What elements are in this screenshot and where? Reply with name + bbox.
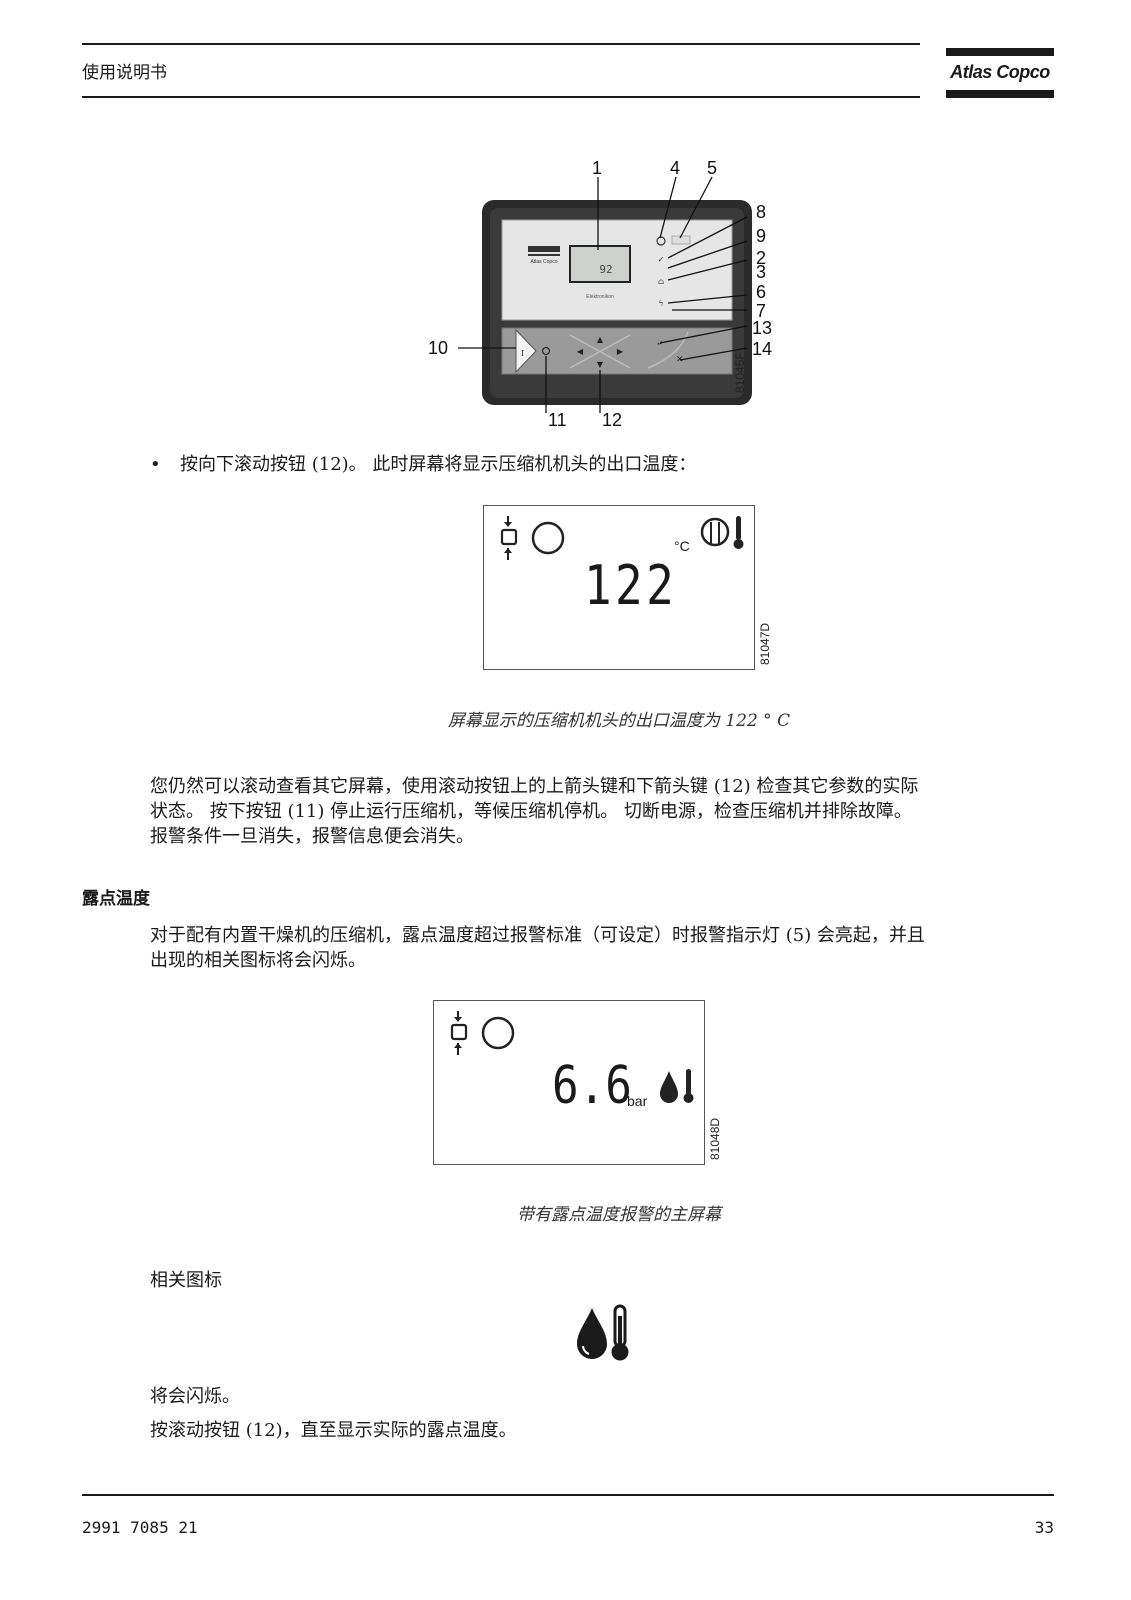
dewpoint-caption: 带有露点温度报警的主屏幕 xyxy=(517,1205,721,1225)
header-title: 使用说明书 xyxy=(82,63,167,83)
header-top-rule xyxy=(82,43,920,45)
temperature-caption: 屏幕显示的压缩机机头的出口温度为 122 ° C xyxy=(447,711,791,731)
bullet-dot: • xyxy=(150,454,161,475)
temperature-unit: °C xyxy=(674,538,690,554)
section-heading: 露点温度 xyxy=(82,889,150,909)
svg-text:⌂: ⌂ xyxy=(658,277,664,286)
element-temperature-icon xyxy=(700,516,744,549)
header-bottom-rule xyxy=(82,96,920,98)
temperature-value: 122 xyxy=(584,554,678,617)
svg-text:▶: ▶ xyxy=(617,347,624,356)
callout-11: 11 xyxy=(548,410,567,430)
paragraph-line: 您仍然可以滚动查看其它屏幕，使用滚动按钮上的上箭头键和下箭头键 (12) 检查其… xyxy=(150,776,919,797)
svg-text:◀: ◀ xyxy=(577,347,584,356)
panel-figure-id: 81045F xyxy=(733,352,747,393)
callout-5: 5 xyxy=(707,158,717,178)
svg-text:✓: ✓ xyxy=(658,255,665,264)
callout-7: 7 xyxy=(756,301,766,321)
control-panel-figure: Atlas Copco 92 Elektronikon ✓ ⌂ ϟ I ▲ ▼ … xyxy=(428,158,772,430)
icon-after-text: 将会闪烁。 xyxy=(150,1386,240,1407)
bullet-item: • 按向下滚动按钮 (12)。 此时屏幕将显示压缩机机头的出口温度： xyxy=(150,452,696,477)
panel-brand: Atlas Copco xyxy=(531,259,558,265)
callout-3: 3 xyxy=(756,262,766,282)
svg-text:▼: ▼ xyxy=(597,360,604,369)
callout-10: 10 xyxy=(428,338,448,358)
icon-instruction: 按滚动按钮 (12)，直至显示实际的露点温度。 xyxy=(150,1420,517,1441)
callout-2: 2 xyxy=(756,248,766,268)
logo-text: Atlas Copco xyxy=(950,62,1050,82)
icon-label: 相关图标 xyxy=(150,1270,222,1291)
section-paragraph: 对于配有内置干燥机的压缩机，露点温度超过报警标准（可设定）时报警指示灯 (5) … xyxy=(150,923,1060,973)
svg-text:↵: ↵ xyxy=(656,339,663,348)
footer-doc-number: 2991 7085 21 xyxy=(82,1518,198,1537)
bullet-text: 按向下滚动按钮 (12)。 此时屏幕将显示压缩机机头的出口温度： xyxy=(180,454,697,475)
svg-text:✕: ✕ xyxy=(676,355,684,365)
panel-model: Elektronikon xyxy=(586,294,614,300)
paragraph-line: 出现的相关图标将会闪烁。 xyxy=(150,950,366,971)
dewpoint-figure-id: 81048D xyxy=(708,1117,722,1160)
dewpoint-value: 6.6 xyxy=(552,1056,632,1116)
dewpoint-unit: bar xyxy=(627,1093,648,1109)
callout-14: 14 xyxy=(752,339,772,359)
panel-lcd-value: 92 xyxy=(599,263,612,276)
callout-13: 13 xyxy=(752,318,772,338)
paragraph-continue: 您仍然可以滚动查看其它屏幕，使用滚动按钮上的上箭头键和下箭头键 (12) 检查其… xyxy=(150,774,1060,849)
dewpoint-alarm-icon xyxy=(660,1069,694,1103)
motor-circle-icon xyxy=(531,521,565,555)
svg-text:ϟ: ϟ xyxy=(658,299,663,308)
callout-9: 9 xyxy=(756,226,766,246)
callout-1: 1 xyxy=(592,158,602,178)
temperature-display: °C 122 xyxy=(483,505,755,670)
callout-12: 12 xyxy=(602,410,622,430)
motor-circle-icon xyxy=(481,1016,515,1050)
paragraph-line: 状态。 按下按钮 (11) 停止运行压缩机，等候压缩机停机。 切断电源，检查压缩… xyxy=(150,801,912,822)
paragraph-line: 报警条件一旦消失，报警信息便会消失。 xyxy=(150,826,474,847)
dewpoint-thermometer-icon xyxy=(577,1304,629,1361)
callout-4: 4 xyxy=(670,158,680,178)
temperature-figure-id: 81047D xyxy=(758,622,772,665)
paragraph-line: 对于配有内置干燥机的压缩机，露点温度超过报警标准（可设定）时报警指示灯 (5) … xyxy=(150,925,925,946)
atlas-copco-logo: Atlas Copco xyxy=(946,48,1054,100)
dewpoint-display: 6.6 bar xyxy=(433,1000,705,1165)
compressor-icon xyxy=(500,516,518,560)
footer-page-number: 33 xyxy=(1034,1518,1054,1537)
callout-8: 8 xyxy=(756,202,766,222)
svg-text:I: I xyxy=(521,349,524,358)
compressor-icon xyxy=(450,1011,468,1055)
callout-6: 6 xyxy=(756,282,766,302)
svg-text:▲: ▲ xyxy=(597,335,604,344)
footer-rule xyxy=(82,1494,1054,1496)
